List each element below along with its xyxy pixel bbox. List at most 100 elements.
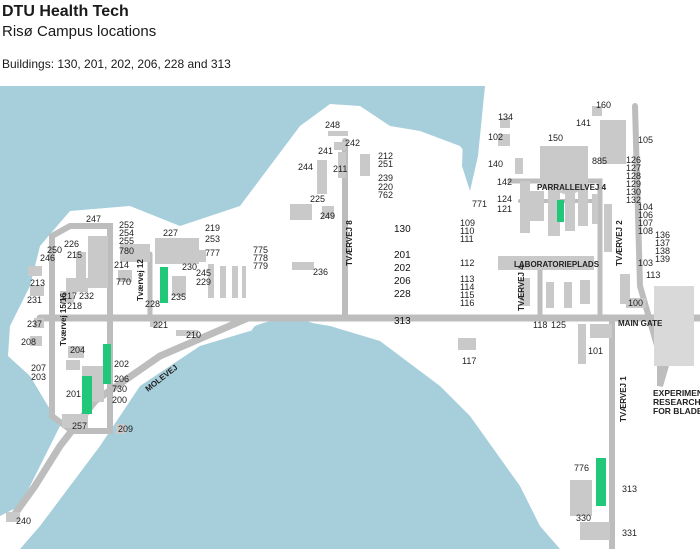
target-list: 130 201 202 206 228 313 xyxy=(394,224,411,327)
street-tvaervej1: TVÆRVEJ 1 xyxy=(619,376,628,422)
building-label: 132 xyxy=(626,195,641,205)
building-label: 209 xyxy=(118,424,133,434)
target-130: 130 xyxy=(394,224,411,235)
building-label: 253 xyxy=(205,234,220,244)
building-label: 245 xyxy=(196,268,211,278)
building-label: 139 xyxy=(655,254,670,264)
highlight-228 xyxy=(160,267,168,303)
building-label: 775 xyxy=(253,245,268,255)
target-201: 201 xyxy=(394,250,411,261)
building-label: 137 xyxy=(655,238,670,248)
building-label: 207 xyxy=(31,363,46,373)
building-label: 221 xyxy=(153,320,168,330)
building-label: 127 xyxy=(626,163,641,173)
street-tvaervej1516: Tværvej 15/16 xyxy=(59,293,68,346)
building-label: 206 xyxy=(114,374,129,384)
building-label: 102 xyxy=(488,132,503,142)
building-label: 202 xyxy=(114,359,129,369)
building-label: 220 xyxy=(378,182,393,192)
experiment-line-1: EXPERIMENT xyxy=(653,388,700,398)
building-label: 129 xyxy=(626,179,641,189)
building-label: 113 xyxy=(460,274,474,284)
page-title: DTU Health Tech xyxy=(2,3,129,20)
building-label: 210 xyxy=(186,330,201,340)
building-label: 138 xyxy=(655,246,670,256)
building-label: 204 xyxy=(70,345,85,355)
target-313: 313 xyxy=(394,316,411,327)
target-228: 228 xyxy=(394,289,411,300)
street-tvaervej4: TVÆRVEJ 4 xyxy=(517,265,526,311)
building-label: 104 xyxy=(638,202,653,212)
building-label: 106 xyxy=(638,210,653,220)
street-labels: PARRALLELVEJ 4 LABORATORIEPLADS MAIN GAT… xyxy=(59,183,700,422)
building-label: 241 xyxy=(318,146,333,156)
building-label: 331 xyxy=(622,528,637,538)
building-label: 226 xyxy=(64,239,79,249)
building-label: 136 xyxy=(655,230,670,240)
experiment-line-3: FOR BLADE S xyxy=(653,406,700,416)
target-206: 206 xyxy=(394,276,411,287)
building-label: 778 xyxy=(253,253,268,263)
building-label: 116 xyxy=(460,298,474,308)
building-label: 249 xyxy=(320,211,335,221)
building-label: 160 xyxy=(596,100,611,110)
building-label: 114 xyxy=(460,282,474,292)
building-label: 235 xyxy=(171,292,186,302)
building-label: 110 xyxy=(460,226,474,236)
street-main-gate: MAIN GATE xyxy=(618,319,663,328)
building-label: 239 xyxy=(378,173,393,183)
buildings-list: Buildings: 130, 201, 202, 206, 228 and 3… xyxy=(2,57,231,71)
building-label: 251 xyxy=(378,159,393,169)
building-label: 121 xyxy=(497,204,512,214)
building-label: 213 xyxy=(30,278,45,288)
building-label: 105 xyxy=(638,135,653,145)
building-label: 254 xyxy=(119,228,134,238)
building-label: 108 xyxy=(638,226,653,236)
building-label: 142 xyxy=(497,177,512,187)
bay-north xyxy=(462,86,485,191)
building-label: 112 xyxy=(460,258,474,268)
building-label: 780 xyxy=(119,246,134,256)
building-label: 125 xyxy=(551,320,566,330)
lagoon xyxy=(246,318,336,406)
building-label: 215 xyxy=(67,250,82,260)
loop-road xyxy=(49,223,113,321)
building-label: 130 xyxy=(626,187,641,197)
street-tvaervej2: TVÆRVEJ 2 xyxy=(615,220,624,266)
building-label: 779 xyxy=(253,261,268,271)
building-label: 212 xyxy=(378,151,393,161)
building-label: 109 xyxy=(460,218,475,228)
building-label: 217 xyxy=(62,291,77,301)
building-label: 211 xyxy=(333,164,347,174)
building-label: 140 xyxy=(488,159,503,169)
building-label: 776 xyxy=(574,463,589,473)
building-label: 229 xyxy=(196,277,211,287)
building-label: 117 xyxy=(462,356,476,366)
building-label: 228 xyxy=(145,299,160,309)
experiment-line-2: RESEARCH F xyxy=(653,397,700,407)
building-label: 762 xyxy=(378,190,393,200)
highlighted-buildings xyxy=(82,200,606,506)
campus-map[interactable]: PARRALLELVEJ 4 LABORATORIEPLADS MAIN GAT… xyxy=(0,86,700,549)
street-tvaervej8: TVÆRVEJ 8 xyxy=(345,220,354,266)
building-label: 771 xyxy=(472,199,487,209)
building-label: 219 xyxy=(205,223,220,233)
building-label: 257 xyxy=(72,421,87,431)
building-label: 115 xyxy=(460,290,474,300)
building-label: 230 xyxy=(182,262,197,272)
building-label: 770 xyxy=(116,277,131,287)
building-label: 255 xyxy=(119,236,134,246)
building-label: 113 xyxy=(646,270,660,280)
building-label: 237 xyxy=(27,319,42,329)
building-label: 124 xyxy=(497,194,512,204)
building-label: 730 xyxy=(112,384,127,394)
building-label: 126 xyxy=(626,155,641,165)
building-label: 203 xyxy=(31,372,46,382)
building-label: 240 xyxy=(16,516,31,526)
building-label: 218 xyxy=(67,301,82,311)
building-label: 885 xyxy=(592,156,607,166)
highlight-202 xyxy=(103,344,111,384)
building-label: 232 xyxy=(79,291,94,301)
building-label: 225 xyxy=(310,194,325,204)
building-label: 118 xyxy=(533,320,547,330)
